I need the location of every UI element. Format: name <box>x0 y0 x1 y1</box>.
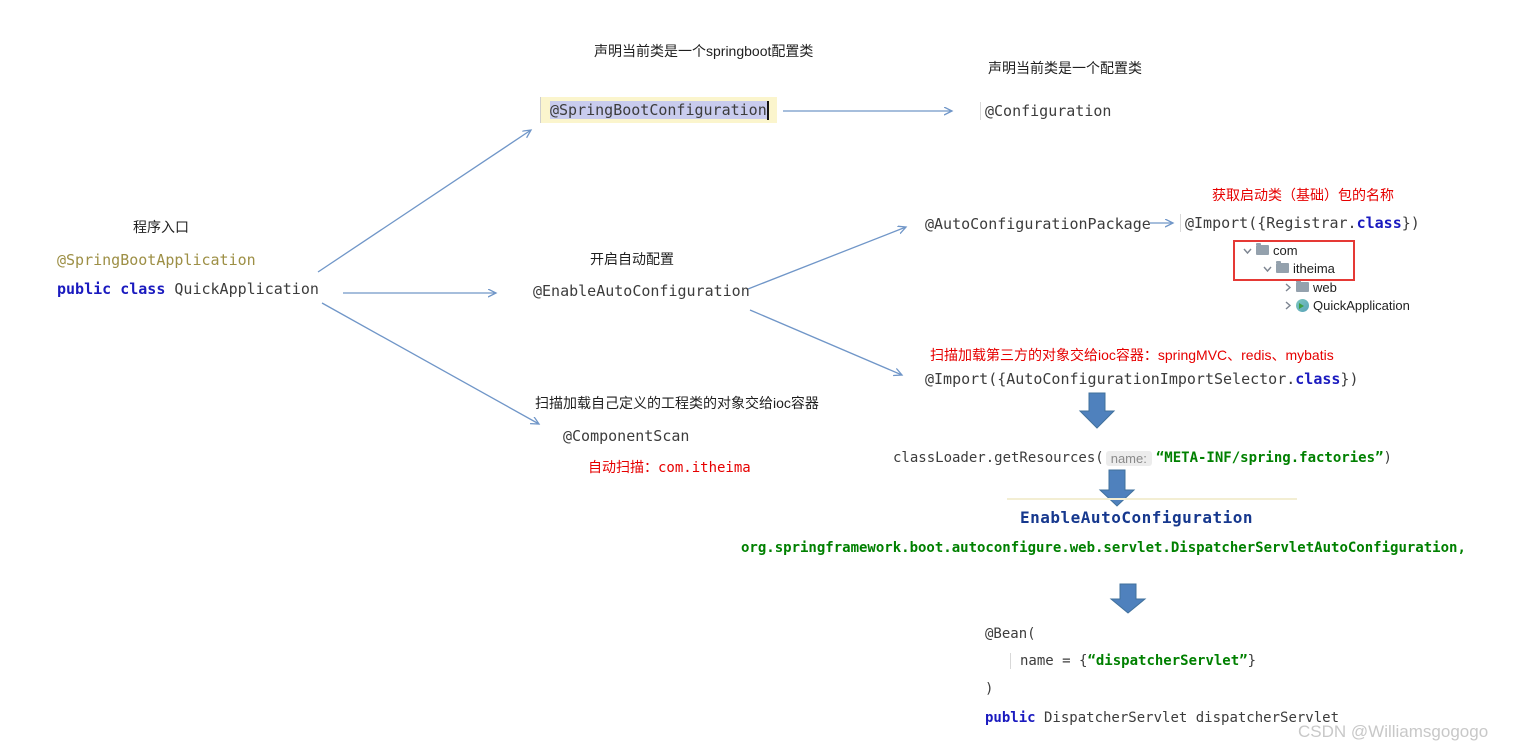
import-selector-prefix: @Import({AutoConfigurationImportSelector… <box>925 370 1296 388</box>
tree-item-web[interactable]: web <box>1283 279 1337 295</box>
tree-item-com[interactable]: com <box>1243 242 1298 258</box>
tree-item-label[interactable]: web <box>1313 279 1337 295</box>
note-package-name: 获取启动类（基础）包的名称 <box>1212 187 1394 203</box>
highlight-red-box <box>1233 240 1355 281</box>
arrow-entry-to-springbootconfiguration <box>317 130 531 273</box>
enableautoconfiguration-annotation: @EnableAutoConfiguration <box>533 282 750 300</box>
note-springbootconfiguration: 声明当前类是一个springboot配置类 <box>594 43 814 59</box>
keyword-class: class <box>1356 214 1402 232</box>
dispatcherservlet-signature: public DispatcherServlet dispatcherServl… <box>985 710 1339 726</box>
tree-item-itheima[interactable]: itheima <box>1263 260 1335 276</box>
note-componentscan: 扫描加载自己定义的工程类的对象交给ioc容器 <box>535 395 819 411</box>
folder-icon <box>1296 280 1309 292</box>
classloader-line: classLoader.getResources(name:“META-INF/… <box>893 450 1392 466</box>
chevron-down-icon[interactable] <box>1263 264 1272 273</box>
arrow-eac-to-importselector <box>749 309 902 375</box>
keyword-public-class: public class <box>57 280 166 298</box>
tree-item-label[interactable]: com <box>1273 242 1298 258</box>
chevron-right-icon[interactable] <box>1283 282 1292 292</box>
componentscan-annotation: @ComponentScan <box>563 427 690 445</box>
chevron-down-icon[interactable] <box>1243 246 1252 255</box>
entry-class-name: QuickApplication <box>165 280 319 298</box>
block-arrow-down-icon <box>1078 392 1116 429</box>
bean-annotation-open: @Bean( <box>985 626 1036 642</box>
arrow-eac-to-autoconfigurationpackage <box>747 227 906 290</box>
bean-arg-prefix: name = { <box>1020 653 1088 669</box>
classloader-code-suffix: ) <box>1383 450 1392 466</box>
bean-annotation-close: ) <box>985 681 994 697</box>
import-selector-suffix: }) <box>1340 370 1359 388</box>
text-caret <box>766 100 769 120</box>
tree-item-label[interactable]: itheima <box>1293 260 1335 276</box>
note-enableautoconfiguration: 开启自动配置 <box>590 251 674 267</box>
import-registrar-suffix: }) <box>1401 214 1420 232</box>
chevron-right-icon[interactable] <box>1283 300 1292 310</box>
import-registrar-prefix: @Import({Registrar. <box>1185 214 1357 232</box>
bean-name-string: “dispatcherServlet” <box>1087 653 1248 669</box>
block-arrow-down-icon <box>1098 469 1136 507</box>
classloader-code-prefix: classLoader.getResources( <box>893 450 1104 466</box>
autoconfigurationpackage-annotation: @AutoConfigurationPackage <box>925 215 1151 233</box>
import-selector-line: @Import({AutoConfigurationImportSelector… <box>925 370 1358 388</box>
csdn-watermark: CSDN @Williamsgogogo <box>1298 722 1489 741</box>
keyword-public: public <box>985 710 1036 726</box>
block-arrow-down-icon <box>1109 583 1147 614</box>
note-third-party-scan: 扫描加载第三方的对象交给ioc容器：springMVC、redis、mybati… <box>930 347 1334 363</box>
springbootconfiguration-line: @SpringBootConfiguration <box>540 97 777 123</box>
tree-item-label[interactable]: QuickApplication <box>1313 297 1410 313</box>
entry-annotation: @SpringBootApplication <box>57 251 256 269</box>
note-auto-scan-prefix: 自动扫描： <box>588 459 658 475</box>
factories-entry-line: org.springframework.boot.autoconfigure.w… <box>741 540 1466 556</box>
tree-item-quickapplication[interactable]: QuickApplication <box>1283 297 1410 313</box>
folder-icon <box>1276 261 1289 273</box>
configuration-annotation: @Configuration <box>980 102 1111 120</box>
dispatcherservlet-method: DispatcherServlet dispatcherServlet <box>1035 710 1340 726</box>
bean-arg-suffix: } <box>1247 653 1257 669</box>
entry-class-declaration: public class QuickApplication <box>57 280 319 298</box>
bean-name-arg-line: name = {“dispatcherServlet”} <box>1010 653 1256 669</box>
factories-section-title: EnableAutoConfiguration <box>1020 508 1254 527</box>
note-auto-scan-package: com.itheima <box>658 460 751 476</box>
folder-icon <box>1256 243 1269 255</box>
note-auto-scan: 自动扫描：com.itheima <box>588 457 751 477</box>
factories-path-string: “META-INF/spring.factories” <box>1155 450 1384 466</box>
import-registrar-line: @Import({Registrar.class}) <box>1180 214 1420 232</box>
note-configuration: 声明当前类是一个配置类 <box>988 60 1142 76</box>
keyword-class: class <box>1295 370 1341 388</box>
spring-boot-class-icon <box>1296 298 1309 312</box>
param-hint-badge: name: <box>1105 450 1152 466</box>
springbootconfiguration-annotation: @SpringBootConfiguration <box>550 101 767 119</box>
arrow-entry-to-componentscan <box>321 302 539 424</box>
note-entry: 程序入口 <box>133 219 189 235</box>
editor-line-highlight <box>1007 498 1297 500</box>
